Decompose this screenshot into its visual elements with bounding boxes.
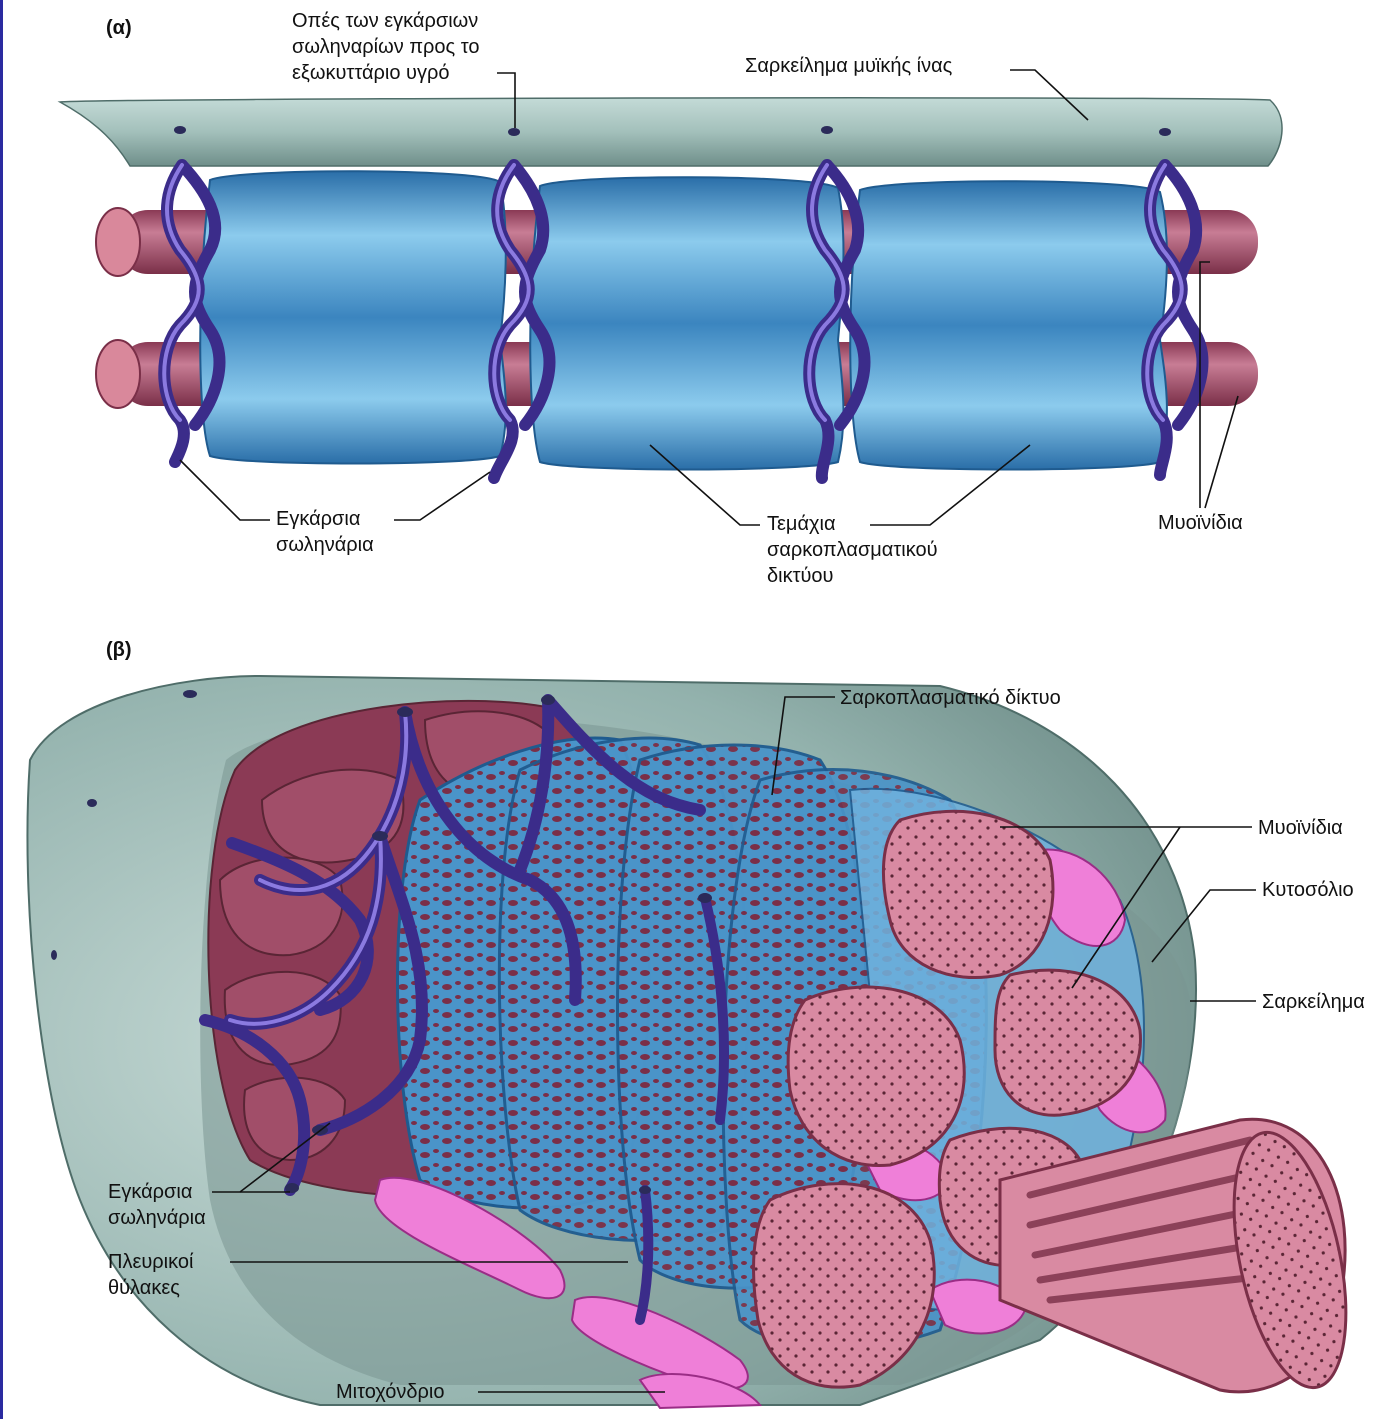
label-t-tubules-a: Εγκάρσια σωληνάρια bbox=[180, 460, 490, 556]
label-sarcolemma-b: Σαρκείλημα bbox=[1190, 991, 1365, 1013]
svg-text:Μυοϊνίδια: Μυοϊνίδια bbox=[1158, 512, 1243, 534]
svg-text:Τεμάχια: Τεμάχια bbox=[767, 513, 836, 535]
svg-text:σωληνάρια: σωληνάρια bbox=[276, 534, 374, 556]
svg-text:σωληνάρια: σωληνάρια bbox=[108, 1207, 206, 1229]
svg-text:Εγκάρσια: Εγκάρσια bbox=[276, 508, 360, 530]
svg-text:Εγκάρσια: Εγκάρσια bbox=[108, 1181, 192, 1203]
svg-text:Μυοϊνίδια: Μυοϊνίδια bbox=[1258, 817, 1343, 839]
svg-text:θύλακες: θύλακες bbox=[108, 1277, 180, 1299]
svg-text:Σαρκοπλασματικό δίκτυο: Σαρκοπλασματικό δίκτυο bbox=[840, 687, 1061, 709]
t-tubule-opening bbox=[508, 128, 520, 136]
svg-text:Κυτοσόλιο: Κυτοσόλιο bbox=[1262, 879, 1354, 901]
svg-text:σωληναρίων προς το: σωληναρίων προς το bbox=[292, 36, 480, 58]
svg-text:Σαρκείλημα: Σαρκείλημα bbox=[1262, 991, 1365, 1013]
sarcolemma-membrane-a bbox=[60, 98, 1282, 166]
svg-text:Οπές των εγκάρσιων: Οπές των εγκάρσιων bbox=[292, 10, 478, 32]
svg-text:δικτύου: δικτύου bbox=[767, 565, 833, 587]
svg-text:Σαρκείλημα μυϊκής ίνας: Σαρκείλημα μυϊκής ίνας bbox=[745, 55, 953, 77]
panel-a-label: (α) bbox=[106, 17, 132, 39]
sr-segments-a bbox=[200, 171, 1167, 469]
panel-b-label: (β) bbox=[106, 639, 132, 661]
svg-text:Πλευρικοί: Πλευρικοί bbox=[108, 1251, 194, 1273]
svg-text:σαρκοπλασματικού: σαρκοπλασματικού bbox=[767, 539, 938, 561]
svg-text:Μιτοχόνδριο: Μιτοχόνδριο bbox=[336, 1381, 444, 1403]
svg-text:εξωκυττάριο υγρό: εξωκυττάριο υγρό bbox=[292, 62, 449, 84]
